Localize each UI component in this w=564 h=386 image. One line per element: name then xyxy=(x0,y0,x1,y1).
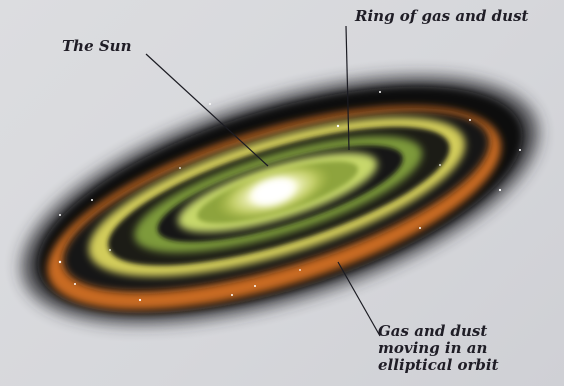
ring-label: Ring of gas and dust xyxy=(355,8,528,25)
orbit-label-line-1: Gas and dust xyxy=(378,323,499,340)
orbit-label-line-2: moving in an xyxy=(378,340,499,357)
orbit-label-line-3: elliptical orbit xyxy=(378,357,499,374)
orbit-label: Gas and dust moving in an elliptical orb… xyxy=(378,323,499,374)
sun-label: The Sun xyxy=(62,38,131,55)
